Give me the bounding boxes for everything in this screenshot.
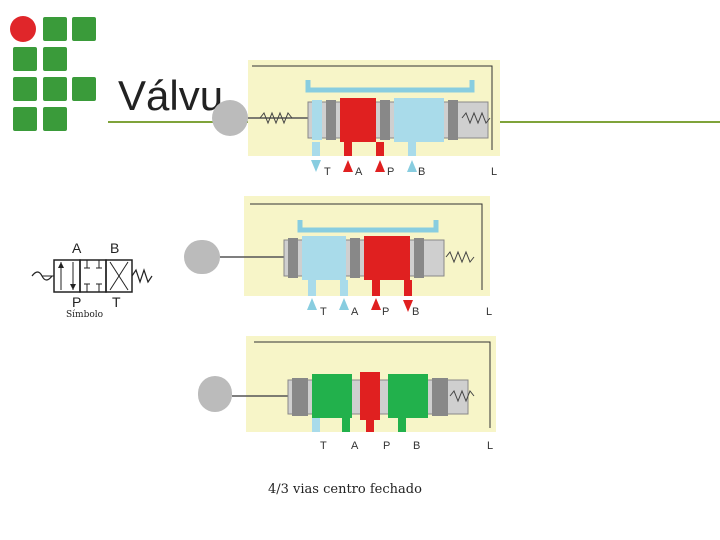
valve-panel-1 (212, 60, 500, 172)
port-label-t: T (324, 166, 331, 178)
symbol-port-a: A (72, 240, 82, 256)
symbol-caption: Símbolo (66, 310, 104, 320)
port-label-p: P (387, 166, 395, 178)
institute-logo (10, 16, 96, 131)
port-label-b: B (413, 440, 421, 452)
solenoid-knob (198, 376, 232, 412)
port-label-l: L (487, 440, 494, 452)
port-label-b: B (412, 306, 420, 318)
arrow-up-icon (339, 298, 349, 310)
arrow-down-icon (343, 160, 353, 172)
port-label-p: P (383, 440, 391, 452)
solenoid-knob (184, 240, 220, 274)
valve-panel-2 (184, 196, 490, 312)
port-label-a: A (351, 306, 359, 318)
arrow-up-icon (307, 298, 317, 310)
arrow-down-icon (403, 300, 413, 312)
port-label-a: A (355, 166, 363, 178)
arrow-down-icon (311, 160, 321, 172)
arrow-up-icon (375, 160, 385, 172)
symbol-port-p: P (72, 294, 82, 310)
port-label-l: L (491, 166, 498, 178)
port-label-t: T (320, 440, 327, 452)
port-label-p: P (382, 306, 390, 318)
diagram-caption: 4/3 vias centro fechado (268, 482, 422, 497)
valve-panel-3 (198, 336, 496, 432)
port-label-l: L (486, 306, 493, 318)
slide-title: Válvu (118, 72, 224, 119)
spring-icon (445, 250, 475, 264)
spring-icon (461, 111, 491, 125)
port-label-b: B (418, 166, 426, 178)
solenoid-knob (212, 100, 248, 136)
valve-symbol (31, 259, 153, 293)
arrow-up-icon (371, 298, 381, 310)
port-label-a: A (351, 440, 359, 452)
port-label-t: T (320, 306, 327, 318)
symbol-port-b: B (110, 240, 120, 256)
spring-icon (449, 389, 475, 403)
spring-icon (259, 111, 293, 125)
spring-icon (131, 268, 153, 284)
logo-red-dot (10, 16, 36, 42)
symbol-port-t: T (112, 294, 121, 310)
arrow-up-icon (407, 160, 417, 172)
